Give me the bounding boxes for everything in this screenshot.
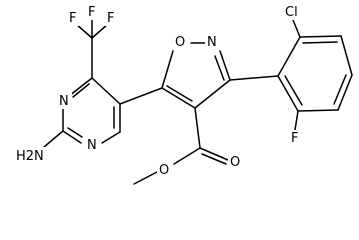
bond-c5-c4 bbox=[91, 77, 121, 105]
bond-c3-c4 bbox=[194, 79, 231, 109]
bond-aryl-cl bbox=[292, 19, 301, 38]
bond-cf3-f-left bbox=[75, 23, 93, 39]
bond-c4-carbonyl-c bbox=[194, 107, 201, 149]
bond-aryl-c5-c6 bbox=[297, 109, 339, 112]
atom-label-o-isoxazole: O bbox=[175, 35, 185, 50]
bond-aryl-c4-c5-double bbox=[333, 74, 347, 105]
bonds bbox=[43, 19, 353, 185]
atom-label-n-isoxazole: N bbox=[207, 35, 217, 50]
bond-n2-c3-double bbox=[214, 55, 225, 81]
bond-aryl-c2-c3 bbox=[299, 35, 342, 38]
bond-isoxazole-aryl bbox=[229, 75, 279, 81]
bond-pyrimidine-isoxazole bbox=[119, 87, 163, 105]
atom-label-n-pyrimidine-lower: N bbox=[87, 138, 97, 153]
atom-label-f-aryl: F bbox=[291, 131, 298, 146]
bond-carbonyl-c-o bbox=[199, 147, 229, 161]
bond-n2-c3 bbox=[219, 50, 231, 81]
bond-c2-n1 bbox=[62, 130, 82, 144]
atom-label-f-top-right: F bbox=[107, 11, 114, 26]
atom-label-o-carbonyl: O bbox=[230, 155, 240, 170]
atom-label-f-top-left: F bbox=[69, 11, 76, 26]
bond-c4-c5 bbox=[161, 87, 196, 109]
bond-aryl-c3-c4 bbox=[340, 35, 353, 76]
bond-n1-c6 bbox=[101, 131, 121, 144]
bond-c2-n1-double bbox=[67, 127, 83, 138]
bond-c4-c5-double bbox=[166, 85, 193, 102]
bond-c5-o1 bbox=[161, 50, 174, 89]
bond-aryl-f bbox=[294, 110, 299, 131]
bond-aryl-c1-c2 bbox=[277, 36, 301, 77]
bond-aryl-c6-c1 bbox=[277, 75, 299, 112]
atom-label-cl: Cl bbox=[285, 5, 298, 20]
atom-label-n-pyrimidine-upper: N bbox=[59, 94, 69, 109]
bond-c2-nh2 bbox=[43, 130, 64, 148]
bond-aryl-c4-c5 bbox=[337, 74, 353, 111]
bond-carbonyl-c-o-methoxy bbox=[173, 147, 201, 165]
bond-cf3-f-right bbox=[91, 23, 109, 39]
bond-c4-n3 bbox=[68, 77, 93, 97]
bond-methoxy-o-ch3 bbox=[133, 171, 158, 185]
atom-labels: F F F N N H2N O N Cl F O O bbox=[14, 4, 305, 178]
atom-label-f-top-mid: F bbox=[88, 5, 95, 20]
bond-carbonyl-c-o-double bbox=[201, 153, 227, 165]
bond-c4-n3-double bbox=[72, 83, 90, 98]
bond-aryl-c6-c1-double bbox=[284, 75, 303, 106]
atom-label-nh2: H2N bbox=[16, 149, 44, 164]
molecule-structure: F F F N N H2N O N Cl F O O bbox=[14, 4, 353, 185]
atom-label-o-methoxy: O bbox=[159, 163, 169, 178]
bond-aryl-c2-c3-double bbox=[302, 41, 338, 44]
